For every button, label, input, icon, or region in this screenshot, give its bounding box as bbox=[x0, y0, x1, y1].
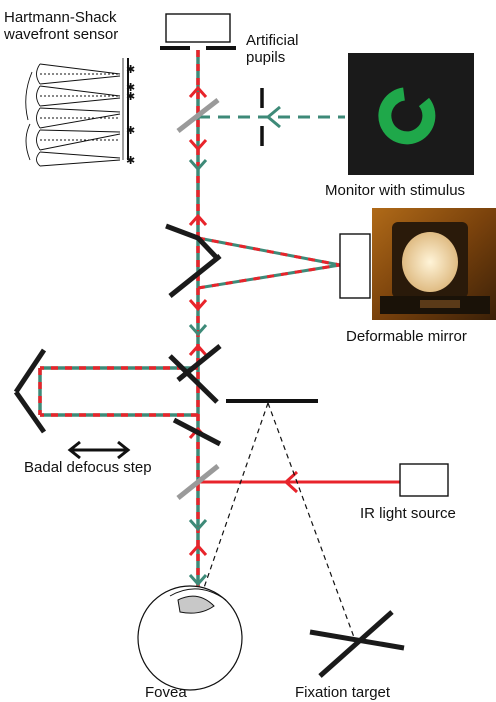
wavefront-sensor-box bbox=[160, 13, 236, 50]
fold-mirrors bbox=[13, 223, 222, 447]
deformable-mirror-box bbox=[339, 233, 371, 299]
eye bbox=[137, 585, 243, 691]
deformable-mirror-beams bbox=[197, 236, 341, 290]
badal-beam-loop bbox=[38, 366, 198, 417]
deformable-mirror-label: Deformable mirror bbox=[346, 328, 467, 345]
ir-light-source-box bbox=[399, 463, 449, 497]
svg-text:✱: ✱ bbox=[126, 124, 135, 137]
badal-double-arrow-icon bbox=[67, 440, 131, 460]
artificial-pupils-label-line1: Artificial bbox=[246, 32, 299, 49]
svg-text:✱: ✱ bbox=[126, 154, 135, 167]
ir-source-label: IR light source bbox=[360, 505, 456, 522]
stimulus-beam bbox=[198, 105, 345, 129]
deformable-mirror-photo bbox=[372, 208, 496, 320]
svg-text:✱: ✱ bbox=[126, 81, 135, 94]
monitor-label: Monitor with stimulus bbox=[325, 182, 466, 199]
beamsplitters bbox=[176, 98, 220, 500]
microlens-array-sketch bbox=[25, 58, 129, 167]
ir-beam bbox=[198, 470, 400, 494]
badal-label: Badal defocus step bbox=[24, 459, 152, 476]
spot-markers: ✱ ✱ ✱ ✱ ✱ bbox=[126, 63, 135, 167]
fixation-target-label: Fixation target bbox=[295, 684, 391, 701]
green-ring-stimulus-icon bbox=[378, 87, 436, 145]
artificial-pupils-label-line2: pupils bbox=[246, 49, 286, 66]
wavefront-sensor-label-line1: Hartmann-Shack bbox=[4, 9, 117, 26]
wavefront-sensor-label-line2: wavefront sensor bbox=[4, 26, 119, 43]
svg-text:✱: ✱ bbox=[126, 63, 135, 76]
fixation-target-cross bbox=[309, 610, 405, 678]
fovea-label: Fovea bbox=[145, 684, 187, 701]
monitor-stimulus bbox=[348, 53, 474, 175]
wavefront-sensor-label: Hartmann-Shack wavefront sensor bbox=[4, 9, 118, 43]
artificial-pupils-label: Artificial pupils bbox=[246, 32, 299, 66]
svg-text:✱: ✱ bbox=[126, 90, 135, 103]
